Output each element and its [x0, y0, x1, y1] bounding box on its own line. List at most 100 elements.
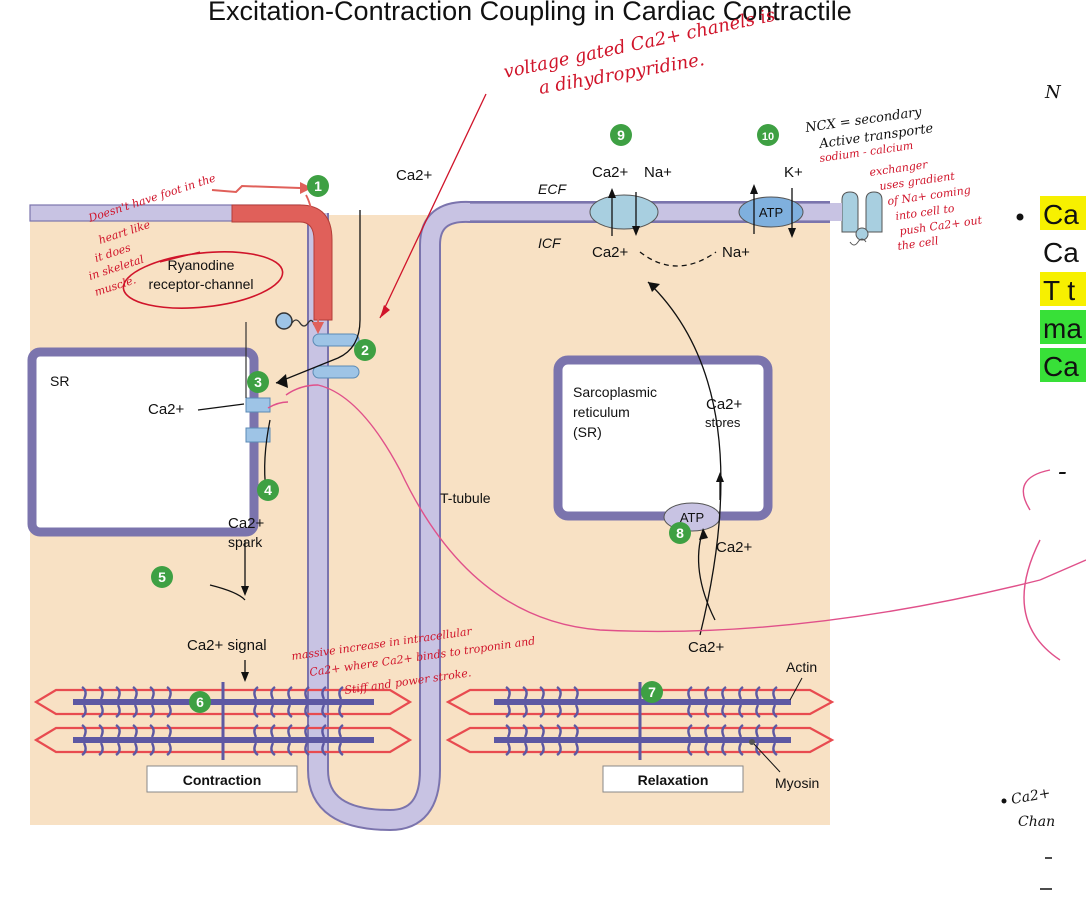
myosin-head — [505, 724, 511, 738]
sarcomere-contraction — [33, 682, 413, 760]
step-marker-9 — [610, 124, 632, 146]
na-k-atpase — [738, 196, 804, 228]
note-highlight — [1040, 196, 1086, 230]
ryanodine-label-1: Ryanodine — [168, 257, 235, 273]
arrow-step3 — [275, 210, 361, 384]
step-marker-8 — [669, 522, 691, 544]
k-channel — [841, 191, 859, 233]
myosin-head — [772, 724, 778, 738]
myosin-head — [755, 686, 761, 700]
myosin-head — [704, 704, 710, 718]
myosin-head — [321, 742, 327, 756]
hw-circle-ryanodine — [122, 251, 284, 309]
hw-connector-curve — [285, 384, 1041, 633]
ca-in-sr-left: Ca2+ — [148, 401, 185, 418]
myosin-head — [270, 704, 276, 718]
myosin-head — [505, 742, 511, 756]
myosin-head — [166, 724, 172, 738]
myosin-head — [98, 742, 104, 756]
right-note-line: Ca — [1043, 351, 1079, 382]
myosin-head — [253, 724, 259, 738]
step-marker-4 — [257, 479, 279, 501]
step-number-6: 6 — [196, 694, 204, 710]
hw-bottom-1: Ca2+ — [1010, 785, 1052, 808]
myosin-head — [132, 742, 138, 756]
contraction-box — [146, 765, 298, 793]
step-marker-7 — [641, 681, 663, 703]
step-number-7: 7 — [648, 684, 656, 700]
myosin-head — [738, 742, 744, 756]
myosin-head — [738, 724, 744, 738]
myosin-head — [98, 704, 104, 718]
myosin-head — [704, 742, 710, 756]
step-marker-10 — [757, 124, 779, 146]
diagram-title: Excitation-Contraction Coupling in Cardi… — [208, 0, 852, 26]
myosin-head — [556, 724, 562, 738]
step-number-3: 3 — [254, 374, 262, 390]
myosin-head — [772, 704, 778, 718]
right-note-line: ma — [1043, 313, 1082, 344]
ca-spark-label-2: spark — [228, 534, 263, 550]
myosin-head — [556, 686, 562, 700]
myosin-head — [556, 704, 562, 718]
ca-spark-label-1: Ca2+ — [228, 515, 265, 532]
myosin-head — [149, 724, 155, 738]
contraction-label: Contraction — [183, 772, 262, 788]
step-number-8: 8 — [676, 525, 684, 541]
right-note-line: T t — [1043, 275, 1075, 306]
myosin-head — [687, 724, 693, 738]
na-step9-top: Na+ — [644, 164, 672, 181]
ca-stores-label-1: Ca2+ — [706, 396, 743, 413]
ca-step7-label: Ca2+ — [688, 639, 725, 656]
myosin-head — [522, 742, 528, 756]
sarcoplasmic-label-2: reticulum — [573, 404, 630, 420]
myosin-head — [755, 724, 761, 738]
myosin-head — [522, 704, 528, 718]
myosin-head — [149, 742, 155, 756]
myosin-head — [338, 704, 344, 718]
l-type-channel-lower — [312, 365, 360, 379]
myosin-head — [115, 724, 121, 738]
step-marker-3 — [247, 371, 269, 393]
myosin-label: Myosin — [775, 775, 819, 791]
myosin-head — [132, 686, 138, 700]
myosin-head — [721, 704, 727, 718]
myosin-head — [304, 704, 310, 718]
step-number-5: 5 — [158, 569, 166, 585]
note-highlight — [1040, 348, 1086, 382]
myosin-head — [253, 742, 259, 756]
hw-dash: - — [1058, 457, 1067, 487]
myosin-head — [81, 724, 87, 738]
atp-sr-label: ATP — [680, 510, 704, 525]
myosin-head — [687, 704, 693, 718]
myosin-head — [721, 742, 727, 756]
step-number-9: 9 — [617, 127, 625, 143]
myosin-head — [287, 742, 293, 756]
myosin-head — [287, 704, 293, 718]
sr-right — [553, 355, 773, 521]
myosin-head — [505, 686, 511, 700]
myosin-head — [522, 724, 528, 738]
myosin-head — [149, 704, 155, 718]
myosin-head — [755, 704, 761, 718]
myosin-heads — [81, 686, 778, 756]
myosin-head — [522, 686, 528, 700]
myosin-head — [321, 704, 327, 718]
myosin-head — [772, 742, 778, 756]
sr-left-label: SR — [50, 373, 69, 389]
step-number-1: 1 — [314, 178, 322, 194]
step-number-4: 4 — [264, 482, 272, 498]
ca-ion-top: Ca2+ — [396, 167, 433, 184]
myosin-head — [253, 686, 259, 700]
myosin-head — [81, 742, 87, 756]
relaxation-label: Relaxation — [638, 772, 709, 788]
action-potential-membrane — [231, 204, 333, 321]
myosin-head — [721, 724, 727, 738]
arrow-return-ncx — [647, 281, 722, 636]
step-number-10: 10 — [762, 131, 774, 143]
step-marker-2 — [354, 339, 376, 361]
note-highlight — [1040, 272, 1086, 306]
right-note-line: Ca — [1043, 199, 1079, 230]
t-tubule-membrane-fill — [309, 202, 830, 830]
myosin-head — [338, 742, 344, 756]
